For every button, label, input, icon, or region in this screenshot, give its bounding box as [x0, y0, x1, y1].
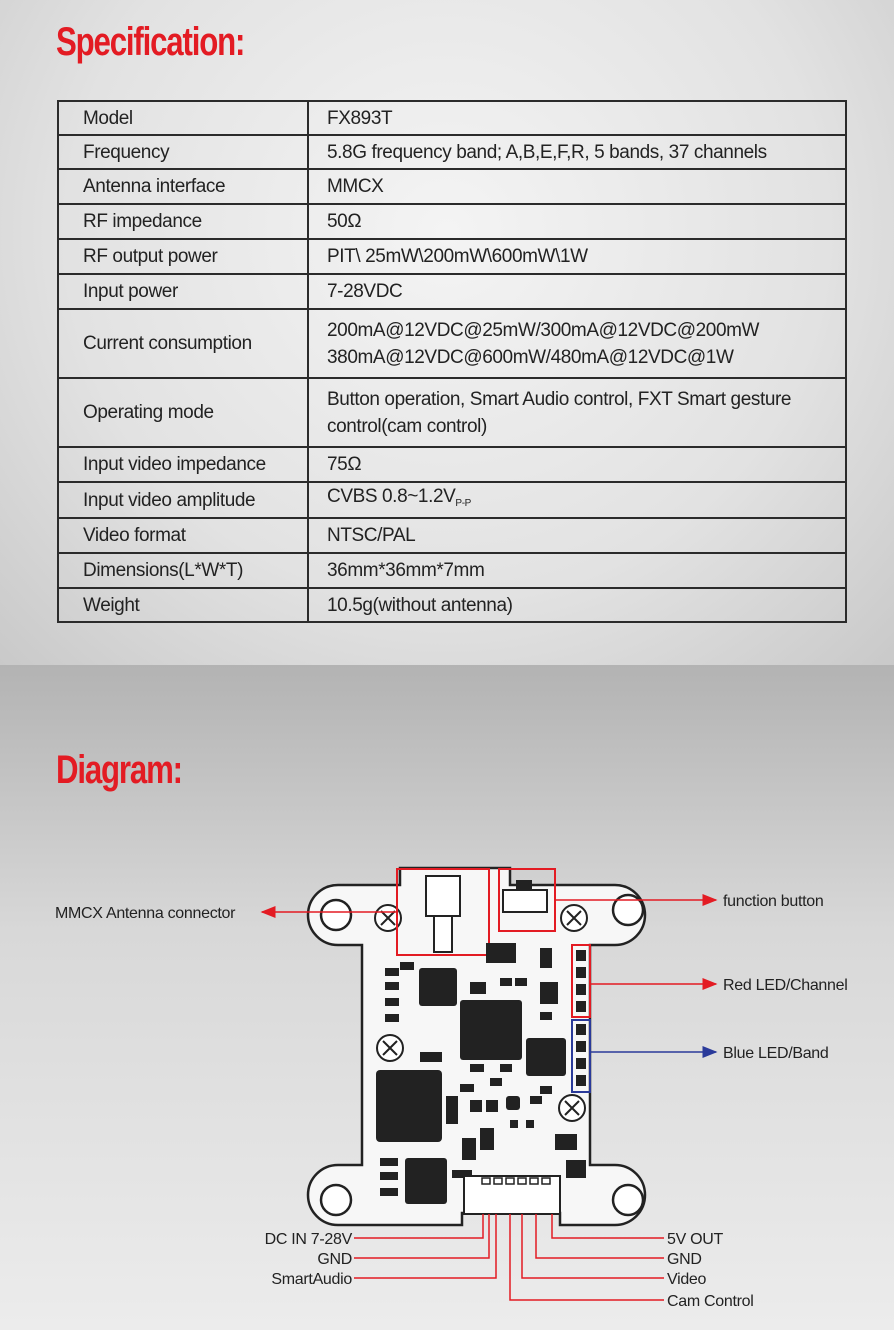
spec-value-line: 380mA@12VDC@600mW/480mA@12VDC@1W [327, 346, 734, 368]
specification-heading: Specification: [56, 20, 245, 64]
spec-value: 36mm*36mm*7mm [307, 552, 847, 589]
red-led-highlight [571, 944, 591, 1018]
diagram-heading: Diagram: [56, 748, 183, 792]
video-label: Video [667, 1271, 707, 1288]
spec-value: 50Ω [307, 203, 847, 240]
spec-key: Input power [57, 273, 309, 310]
function-button-label: function button [723, 893, 823, 910]
ic-chip [486, 943, 516, 963]
smd-components [380, 948, 586, 1196]
spec-value-line: control(cam control) [327, 415, 487, 437]
smartaudio-label: SmartAudio [271, 1271, 352, 1288]
ic-chip [460, 1000, 522, 1060]
ic-chip [526, 1038, 566, 1076]
mount-hole [611, 893, 645, 927]
spec-value: 10.5g(without antenna) [307, 587, 847, 623]
table-row: Current consumption 200mA@12VDC@25mW/300… [57, 308, 847, 379]
table-row: Input power 7-28VDC [57, 273, 847, 310]
red-led-label: Red LED/Channel [723, 977, 847, 994]
table-row: Operating mode Button operation, Smart A… [57, 377, 847, 448]
mmcx-pin [433, 915, 453, 953]
spec-key: RF output power [57, 238, 309, 275]
spec-value: 200mA@12VDC@25mW/300mA@12VDC@200mW 380mA… [307, 308, 847, 379]
table-row: RF impedance 50Ω [57, 203, 847, 240]
mount-hole [319, 1183, 353, 1217]
blue-led-highlight [571, 1019, 591, 1093]
pin-header-contacts [481, 1177, 551, 1185]
spec-key: RF impedance [57, 203, 309, 240]
screw-icon [558, 1094, 586, 1122]
spec-key: Video format [57, 517, 309, 554]
transistor [555, 1134, 577, 1150]
transistor [540, 982, 558, 1004]
cam-control-label: Cam Control [667, 1293, 754, 1310]
spec-value-line: Button operation, Smart Audio control, F… [327, 388, 792, 410]
table-row: Antenna interface MMCX [57, 168, 847, 205]
spec-value: PIT\ 25mW\200mW\600mW\1W [307, 238, 847, 275]
mmcx-connector [425, 875, 461, 917]
screw-icon [376, 1034, 404, 1062]
push-button-actuator [516, 880, 532, 890]
table-row: Input video amplitude CVBS 0.8~1.2VP-P [57, 481, 847, 519]
spec-value: FX893T [307, 100, 847, 136]
spec-key: Current consumption [57, 308, 309, 379]
table-row: Frequency 5.8G frequency band; A,B,E,F,R… [57, 134, 847, 170]
spec-key: Input video impedance [57, 446, 309, 483]
table-row: Model FX893T [57, 100, 847, 136]
five-v-out-label: 5V OUT [667, 1231, 724, 1248]
mount-hole [611, 1183, 645, 1217]
mmcx-label: MMCX Antenna connector [55, 905, 236, 922]
spec-key: Weight [57, 587, 309, 623]
screw-icon [560, 904, 588, 932]
spec-value: 7-28VDC [307, 273, 847, 310]
table-row: Weight 10.5g(without antenna) [57, 587, 847, 623]
spec-value: NTSC/PAL [307, 517, 847, 554]
spec-key: Input video amplitude [57, 481, 309, 519]
power-inductor [376, 1070, 442, 1142]
spec-value-main: CVBS 0.8~1.2V [327, 486, 456, 507]
spec-value: 75Ω [307, 446, 847, 483]
spec-key: Operating mode [57, 377, 309, 448]
spec-value: 5.8G frequency band; A,B,E,F,R, 5 bands,… [307, 134, 847, 170]
push-button [502, 889, 548, 913]
table-row: Video format NTSC/PAL [57, 517, 847, 554]
ic-chip [405, 1158, 447, 1204]
ic-chip [419, 968, 457, 1006]
spec-value-subscript: P-P [455, 498, 471, 509]
table-row: Input video impedance 75Ω [57, 446, 847, 483]
spec-key: Antenna interface [57, 168, 309, 205]
board-diagram: MMCX Antenna connector function button R… [55, 866, 848, 1310]
mount-hole [319, 898, 353, 932]
gnd-right-label: GND [667, 1251, 702, 1268]
spec-value: MMCX [307, 168, 847, 205]
specification-table: Model FX893T Frequency 5.8G frequency ba… [57, 100, 847, 623]
blue-led-label: Blue LED/Band [723, 1045, 829, 1062]
gnd-left-label: GND [317, 1251, 352, 1268]
led-column [576, 950, 586, 1086]
spec-key: Model [57, 100, 309, 136]
spec-value: Button operation, Smart Audio control, F… [307, 377, 847, 448]
table-row: RF output power PIT\ 25mW\200mW\600mW\1W [57, 238, 847, 275]
table-row: Dimensions(L*W*T) 36mm*36mm*7mm [57, 552, 847, 589]
dc-in-label: DC IN 7-28V [265, 1231, 353, 1248]
pin-callout-lines [354, 1214, 664, 1301]
spec-key: Dimensions(L*W*T) [57, 552, 309, 589]
spec-key: Frequency [57, 134, 309, 170]
spec-value-line: 200mA@12VDC@25mW/300mA@12VDC@200mW [327, 319, 760, 341]
spec-value: CVBS 0.8~1.2VP-P [307, 481, 847, 519]
